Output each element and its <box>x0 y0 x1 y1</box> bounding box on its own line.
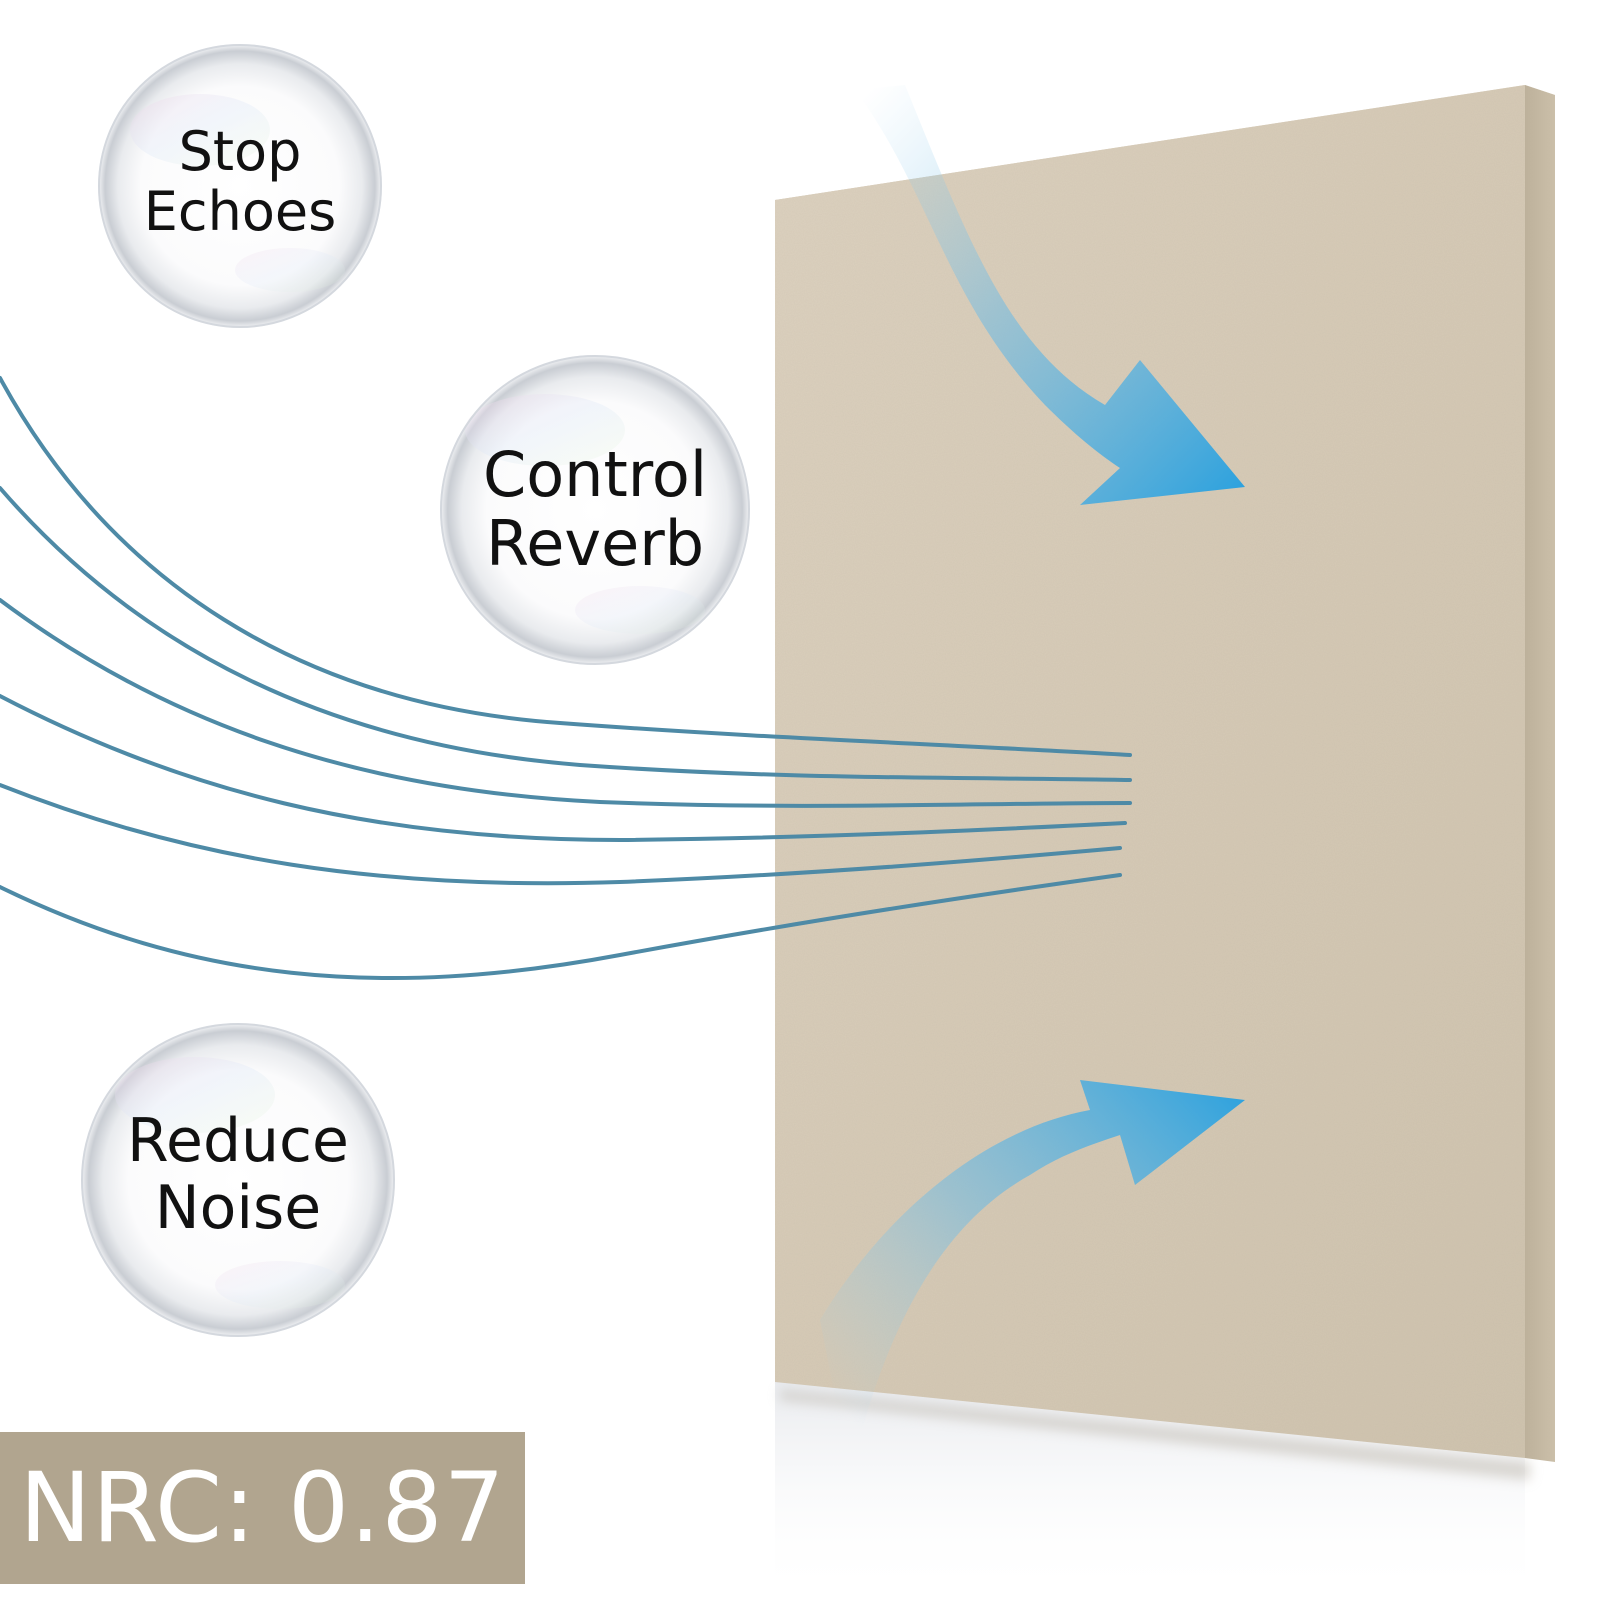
arrow-top-icon <box>855 85 1245 505</box>
bubble-text-line: Echoes <box>143 180 337 244</box>
bubble-control-reverb <box>440 355 750 665</box>
wave-line <box>0 783 1122 886</box>
bubble-text-line: Noise <box>154 1173 322 1244</box>
panel-side-edge <box>1525 85 1555 1462</box>
sound-waves <box>0 376 1132 981</box>
panel-shadow <box>780 1390 1530 1480</box>
bubble-stop-echoes <box>98 44 382 328</box>
wave-line <box>0 486 1132 782</box>
bubble-text-line: Reduce <box>127 1106 349 1176</box>
bubble-label-control-reverb: Control Reverb <box>445 440 745 579</box>
bubble-text-line: Reverb <box>485 507 705 581</box>
bubble-label-reduce-noise: Reduce Noise <box>88 1106 388 1244</box>
bubble-text-line: Control <box>482 438 708 511</box>
wave-line <box>0 598 1132 808</box>
wave-line <box>0 694 1127 843</box>
nrc-badge: NRC: 0.87 <box>0 1432 525 1584</box>
wave-line <box>0 873 1122 981</box>
bubble-reduce-noise <box>81 1023 395 1337</box>
arrow-bottom-icon <box>820 1080 1245 1475</box>
bubble-label-stop-echoes: Stop Echoes <box>110 120 370 244</box>
panel-texture <box>775 85 1525 1458</box>
nrc-badge-text: NRC: 0.87 <box>19 1452 506 1564</box>
acoustic-panel <box>775 85 1555 1480</box>
wave-line <box>0 376 1132 757</box>
bubble-text-line: Stop <box>178 120 302 183</box>
